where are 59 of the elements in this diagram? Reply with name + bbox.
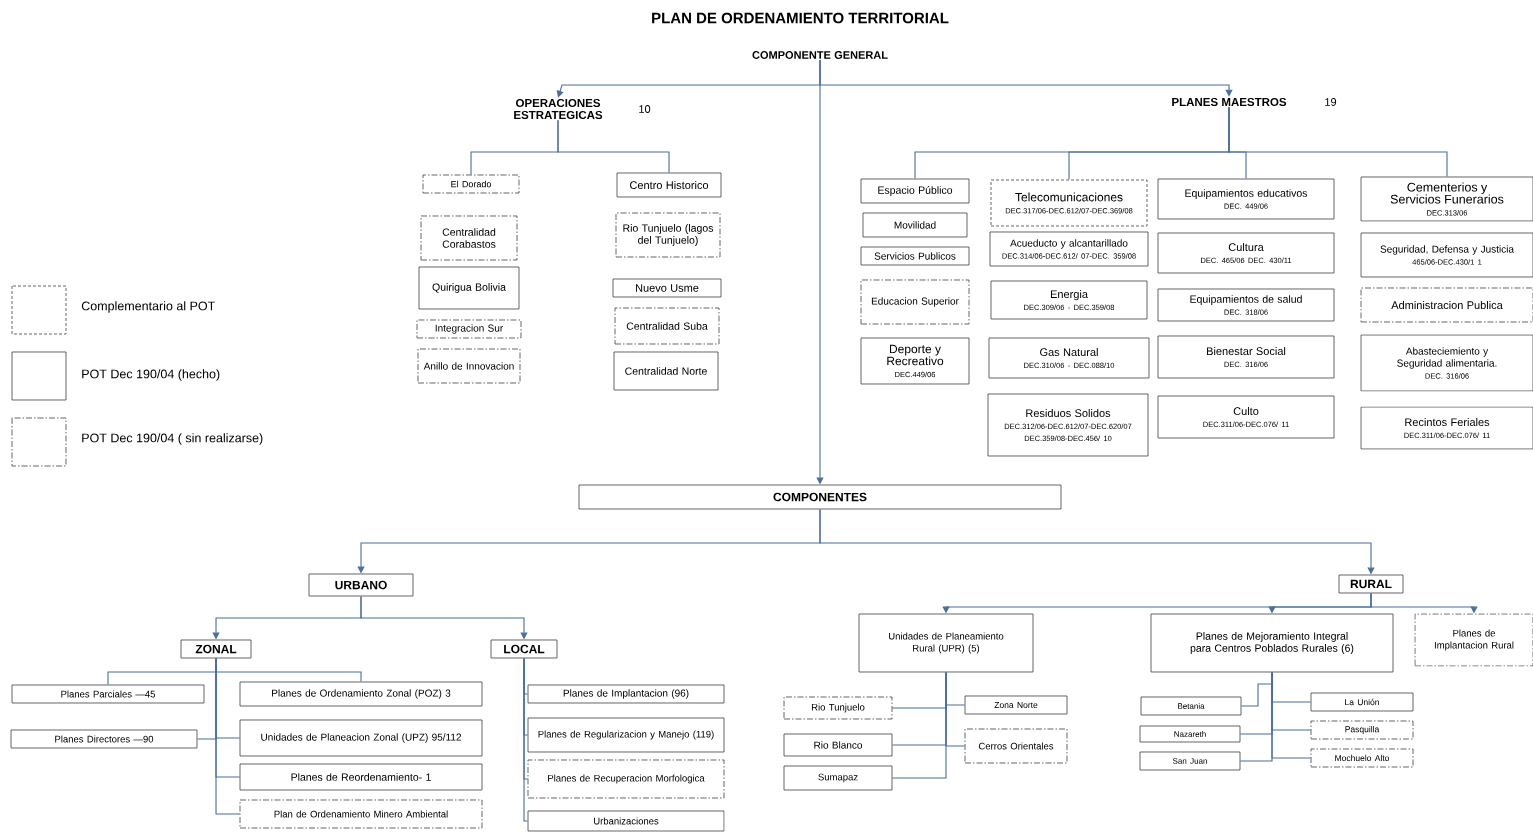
plan-box: Pasquilla: [1310, 720, 1414, 740]
plan-box: Centralidad Corabastos: [420, 215, 518, 261]
section-heading: COMPONENTE GENERAL: [752, 51, 888, 59]
plan-box: Quirigua Bolivia: [418, 266, 520, 310]
connector-line: [523, 657, 529, 822]
plan-box: Unidades de Planeacion Zonal (UPZ) 95/112: [239, 719, 483, 757]
plan-box: Planes de Implantacion Rural: [1414, 613, 1533, 667]
connector-line: [945, 671, 966, 747]
plan-box: Mochuelo Alto: [1310, 748, 1414, 768]
plan-box: ZONAL: [180, 639, 252, 659]
plan-box: Urbanizaciones: [527, 810, 725, 832]
count-label: 10: [639, 105, 651, 113]
plan-box: Unidades de Planeamiento Rural (UPR) (5): [858, 613, 1034, 673]
plan-box: La Unión: [1310, 692, 1414, 712]
plan-box: Planes de Implantacion (96): [527, 684, 725, 704]
plan-box: Centralidad Suba: [614, 307, 720, 345]
connector-line: [1271, 671, 1312, 759]
plan-box: URBANO: [308, 573, 414, 597]
plan-box: Rio Tunjuelo (lagos del Tunjuelo): [615, 212, 721, 258]
plan-box: San Juan: [1139, 751, 1241, 771]
plan-box: COMPONENTES: [578, 484, 1062, 510]
plan-box: Planes Parciales —45: [11, 684, 205, 704]
connector-line: [1228, 106, 1448, 178]
connector-line: [557, 119, 670, 174]
connector-line: [215, 657, 241, 815]
plan-box: Planes de Regularizacion y Manejo (119): [527, 717, 725, 753]
plan-box: Planes de Mejoramiento Integral para Centros Poblados Rurales (6): [1150, 613, 1394, 673]
plan-box: Integracion Sur: [416, 319, 522, 339]
plan-box: Rio Tunjuelo: [783, 696, 893, 720]
plan-box: Planes de Ordenamiento Zonal (POZ) 3: [239, 681, 483, 707]
plan-box: Espacio Público: [860, 178, 970, 204]
plan-box: Nuevo Usme: [612, 278, 722, 298]
plan-box: Centro Historico: [616, 172, 722, 198]
plan-box: Servicios Publicos: [860, 246, 970, 266]
plan-box: Plan de Ordenamiento Minero Ambiental: [239, 799, 483, 829]
plan-box: Anillo de Innovacion: [417, 348, 521, 384]
section-heading: PLANES MAESTROS: [1172, 97, 1287, 107]
legend-text: POT Dec 190/04 (hecho): [82, 369, 220, 381]
plan-box: Cerros Orientales: [964, 728, 1068, 764]
plan-box: Rio Blanco: [783, 733, 893, 757]
plan-box: Zona Norte: [964, 695, 1068, 715]
plan-box: Planes de Recuperacion Morfologica: [527, 759, 725, 799]
plan-box: Sumapaz: [783, 765, 893, 791]
plan-box: RURAL: [1338, 574, 1404, 594]
plan-box: LOCAL: [490, 639, 558, 659]
legend-text: POT Dec 190/04 ( sin realizarse): [82, 433, 263, 445]
plan-box: Planes Directores —90: [10, 729, 198, 749]
plan-box: Administracion Publica: [1360, 287, 1533, 323]
title: PLAN DE ORDENAMIENTO TERRITORIAL: [652, 12, 949, 24]
plan-box: Centralidad Norte: [613, 351, 719, 391]
legend-text: Complementario al POT: [81, 301, 215, 313]
count-label: 19: [1325, 98, 1337, 106]
plan-box: Nazareth: [1139, 725, 1241, 743]
plan-box: Betania: [1140, 696, 1242, 716]
plan-box: Educacion Superior: [860, 279, 970, 325]
plan-box: Movilidad: [862, 212, 968, 238]
plan-box: El Dorado: [422, 174, 520, 194]
plan-box: Planes de Reordenamiento- 1: [239, 763, 483, 791]
section-heading: OPERACIONES ESTRATEGICAS: [514, 98, 603, 120]
